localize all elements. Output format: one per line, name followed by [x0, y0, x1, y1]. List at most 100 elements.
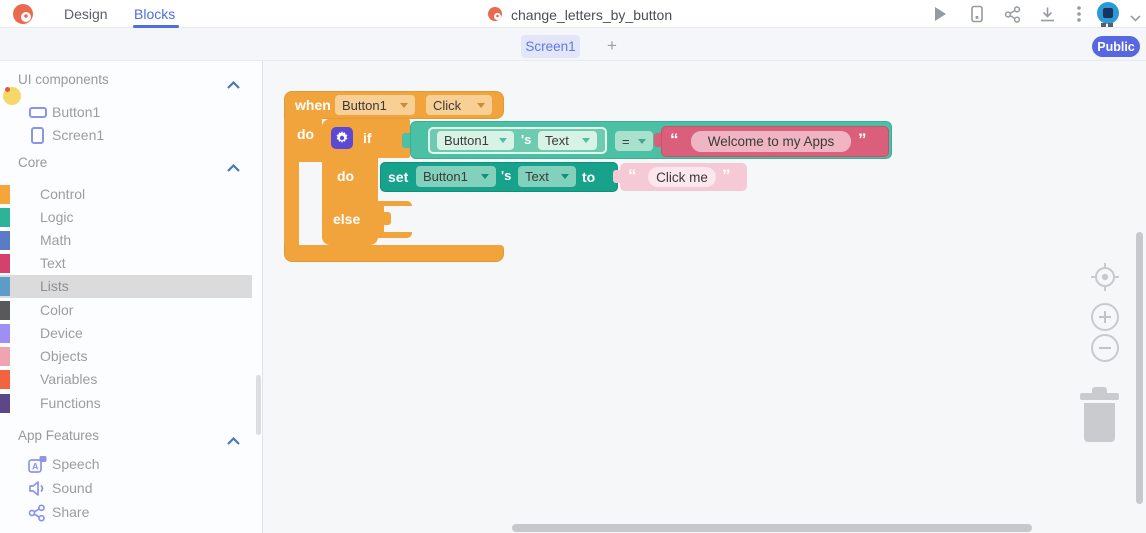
if-do-label: do [337, 168, 355, 184]
sidebar-item-control[interactable]: Control [0, 183, 252, 206]
category-label: Text [40, 255, 66, 271]
sidebar-item-color[interactable]: Color [0, 299, 252, 322]
sidebar-item-math[interactable]: Math [0, 229, 252, 252]
category-color-bar [0, 347, 10, 366]
sidebar-item-text[interactable]: Text [0, 252, 252, 275]
sidebar-scrollbar[interactable] [256, 375, 261, 435]
collapse-chevron-icon[interactable] [227, 76, 240, 94]
download-icon[interactable] [1037, 4, 1057, 24]
center-blocks-icon[interactable] [1090, 262, 1120, 297]
collapse-chevron-icon[interactable] [227, 432, 240, 450]
active-tab-underline [133, 25, 179, 28]
category-label: Device [40, 325, 83, 341]
mutator-gear-icon[interactable] [331, 127, 353, 149]
category-label: Logic [40, 209, 74, 225]
getter-component-dropdown[interactable]: Button1 [437, 131, 514, 150]
category-color-bar [0, 254, 10, 273]
collaborator-cursor-dot [3, 87, 21, 105]
sidebar-item-functions[interactable]: Functions [0, 392, 252, 415]
set-keyword: set [388, 169, 409, 185]
set-possessive-label: 's [501, 168, 512, 183]
when-block-wall[interactable] [284, 118, 299, 248]
svg-text:A: A [32, 462, 39, 472]
category-label: Objects [40, 348, 88, 364]
when-block-bottom[interactable] [284, 245, 504, 262]
string-block-left-tab [654, 133, 663, 147]
sidebar-item-lists[interactable]: Lists [0, 275, 252, 298]
caret-down-icon [481, 174, 489, 179]
when-component-dropdown[interactable]: Button1 [335, 95, 415, 115]
close-quote-glyph: ” [858, 130, 867, 149]
caret-down-icon [638, 138, 646, 144]
visibility-badge[interactable]: Public [1092, 36, 1140, 57]
section-header-app-features[interactable]: App Features [18, 428, 100, 443]
play-icon[interactable] [930, 4, 950, 24]
sidebar-item-sound[interactable]: Sound [0, 477, 252, 500]
sidebar-item-share[interactable]: Share [0, 501, 252, 524]
sidebar-item-button1[interactable]: Button1 [0, 101, 252, 124]
string-field-clickme[interactable]: Click me [648, 167, 716, 187]
sidebar-item-label: Sound [52, 480, 93, 496]
zoom-out-button[interactable] [1091, 334, 1119, 362]
sidebar-item-speech[interactable]: A Speech [0, 453, 252, 476]
caret-down-icon [499, 138, 507, 143]
set-to-label: to [582, 169, 596, 185]
share-nodes-icon [28, 504, 46, 527]
category-color-bar [0, 231, 10, 250]
category-color-bar [0, 185, 10, 204]
when-event-dropdown[interactable]: Click [426, 95, 492, 115]
open-quote-glyph: “ [670, 130, 679, 149]
set-property-dropdown[interactable]: Text [518, 166, 576, 187]
comparison-operator-dropdown[interactable]: = [615, 131, 653, 151]
trash-icon[interactable] [1084, 403, 1115, 442]
when-keyword: when [295, 97, 331, 113]
speech-translate-icon: A [28, 455, 47, 479]
dropdown-value: Text [525, 169, 549, 184]
section-header-ui-components[interactable]: UI components [18, 72, 109, 87]
sidebar-item-device[interactable]: Device [0, 322, 252, 345]
share-icon[interactable] [1002, 4, 1022, 24]
category-label: Math [40, 232, 72, 248]
when-do-label: do [297, 126, 315, 142]
tab-blocks[interactable]: Blocks [134, 6, 176, 22]
set-component-dropdown[interactable]: Button1 [416, 166, 496, 187]
collapse-chevron-icon[interactable] [227, 159, 240, 177]
more-options-icon[interactable] [1069, 4, 1089, 24]
horizontal-scrollbar[interactable] [512, 524, 1032, 532]
sidebar-item-label: Screen1 [52, 127, 105, 143]
tab-screen1[interactable]: Screen1 [521, 35, 580, 58]
else-keyword: else [333, 211, 361, 227]
live-test-device-icon[interactable] [967, 4, 987, 24]
category-color-bar [0, 394, 10, 413]
app-logo-icon[interactable] [13, 4, 33, 29]
sidebar-item-logic[interactable]: Logic [0, 206, 252, 229]
project-logo-icon [487, 6, 503, 27]
vertical-scrollbar[interactable] [1136, 232, 1143, 504]
category-color-bar [0, 277, 10, 296]
tab-design[interactable]: Design [64, 6, 108, 22]
section-header-core[interactable]: Core [18, 155, 48, 170]
avatar[interactable] [1097, 2, 1119, 24]
account-chevron-down-icon[interactable] [1125, 8, 1145, 28]
zoom-in-button[interactable] [1091, 303, 1119, 331]
sidebar-item-variables[interactable]: Variables [0, 368, 252, 391]
sidebar-item-objects[interactable]: Objects [0, 345, 252, 368]
trash-icon[interactable] [1092, 387, 1107, 393]
string-field-welcome[interactable]: Welcome to my Apps [691, 131, 851, 152]
button-component-icon [29, 107, 47, 118]
getter-property-dropdown[interactable]: Text [538, 131, 597, 150]
project-title[interactable]: change_letters_by_button [511, 7, 673, 23]
trash-icon[interactable] [1080, 393, 1119, 400]
sidebar-item-screen1[interactable]: Screen1 [0, 124, 252, 147]
caret-down-icon [400, 102, 408, 108]
sidebar-item-label: Button1 [52, 104, 101, 120]
category-label: Variables [40, 371, 98, 387]
top-bar: Design Blocks change_letters_by_button [0, 0, 1146, 28]
string-block-left-tab [613, 170, 622, 183]
add-screen-button[interactable]: + [607, 36, 617, 55]
caret-down-icon [582, 138, 590, 143]
dropdown-value: Button1 [444, 133, 489, 148]
open-quote-glyph: “ [628, 166, 637, 185]
else-socket-notch [384, 212, 391, 225]
